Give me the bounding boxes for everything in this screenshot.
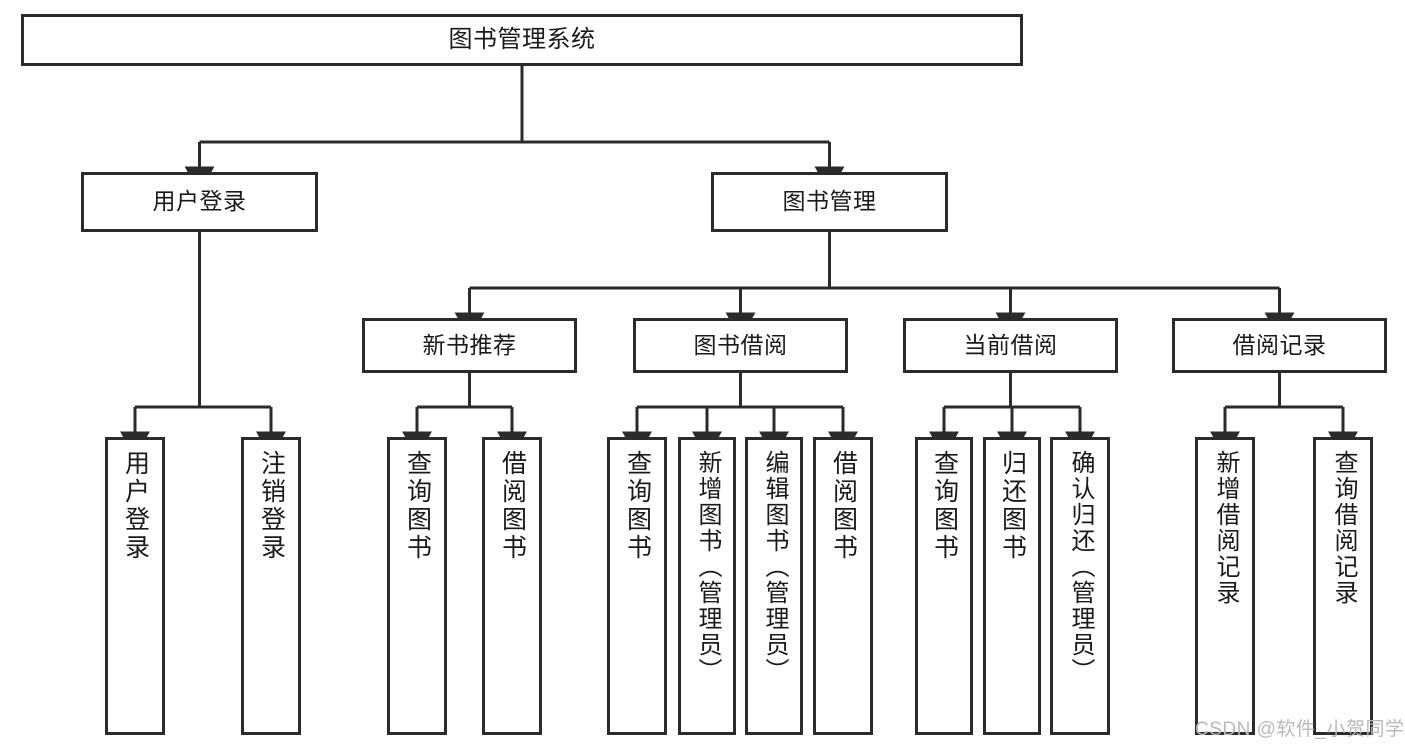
node-label: 查询图书 [623,450,652,562]
node-leaf8[interactable]: 借阅图书 [813,437,873,735]
node-leaf1[interactable]: 用户登录 [105,437,165,735]
csdn-watermark: CSDN @软件_小贺同学 [1195,719,1405,740]
node-leaf5[interactable]: 查询图书 [607,437,667,735]
node-label: 用户登录 [152,188,247,215]
node-label: 查询图书 [930,450,959,562]
node-label: 借阅图书 [829,450,858,562]
node-leaf2[interactable]: 注销登录 [241,437,301,735]
node-leaf4[interactable]: 借阅图书 [482,437,542,735]
node-label: 查询借阅记录 [1330,450,1357,606]
node-leaf9[interactable]: 查询图书 [915,437,973,735]
node-label: 注销登录 [257,450,286,562]
node-leaf3[interactable]: 查询图书 [387,437,447,735]
node-leaf10[interactable]: 归还图书 [983,437,1041,735]
node-leaf12[interactable]: 新增借阅记录 [1195,437,1255,735]
node-current[interactable]: 当前借阅 [903,318,1118,373]
node-label: 用户登录 [121,450,150,562]
node-label: 图书管理系统 [448,25,596,53]
node-newrec[interactable]: 新书推荐 [362,318,577,373]
node-login[interactable]: 用户登录 [81,172,318,232]
node-bookmgmt[interactable]: 图书管理 [711,172,948,232]
node-root[interactable]: 图书管理系统 [21,14,1023,66]
node-label: 查询图书 [403,450,432,562]
node-leaf6[interactable]: 新增图书（管理员） [678,437,736,735]
node-label: 图书管理 [782,188,877,215]
node-leaf13[interactable]: 查询借阅记录 [1313,437,1373,735]
node-records[interactable]: 借阅记录 [1172,318,1387,373]
node-label: 编辑图书（管理员） [761,450,788,684]
node-label: 新增借阅记录 [1212,450,1239,606]
node-label: 当前借阅 [963,331,1058,358]
node-label: 确认归还（管理员） [1067,450,1094,684]
node-label: 借阅图书 [498,450,527,562]
node-label: 新增图书（管理员） [694,450,721,684]
node-leaf7[interactable]: 编辑图书（管理员） [745,437,803,735]
node-label: 新书推荐 [422,331,517,358]
node-label: 借阅记录 [1232,331,1327,358]
node-label: 图书借阅 [693,331,788,358]
node-borrow[interactable]: 图书借阅 [633,318,848,373]
node-leaf11[interactable]: 确认归还（管理员） [1050,437,1110,735]
node-label: 归还图书 [998,450,1027,562]
